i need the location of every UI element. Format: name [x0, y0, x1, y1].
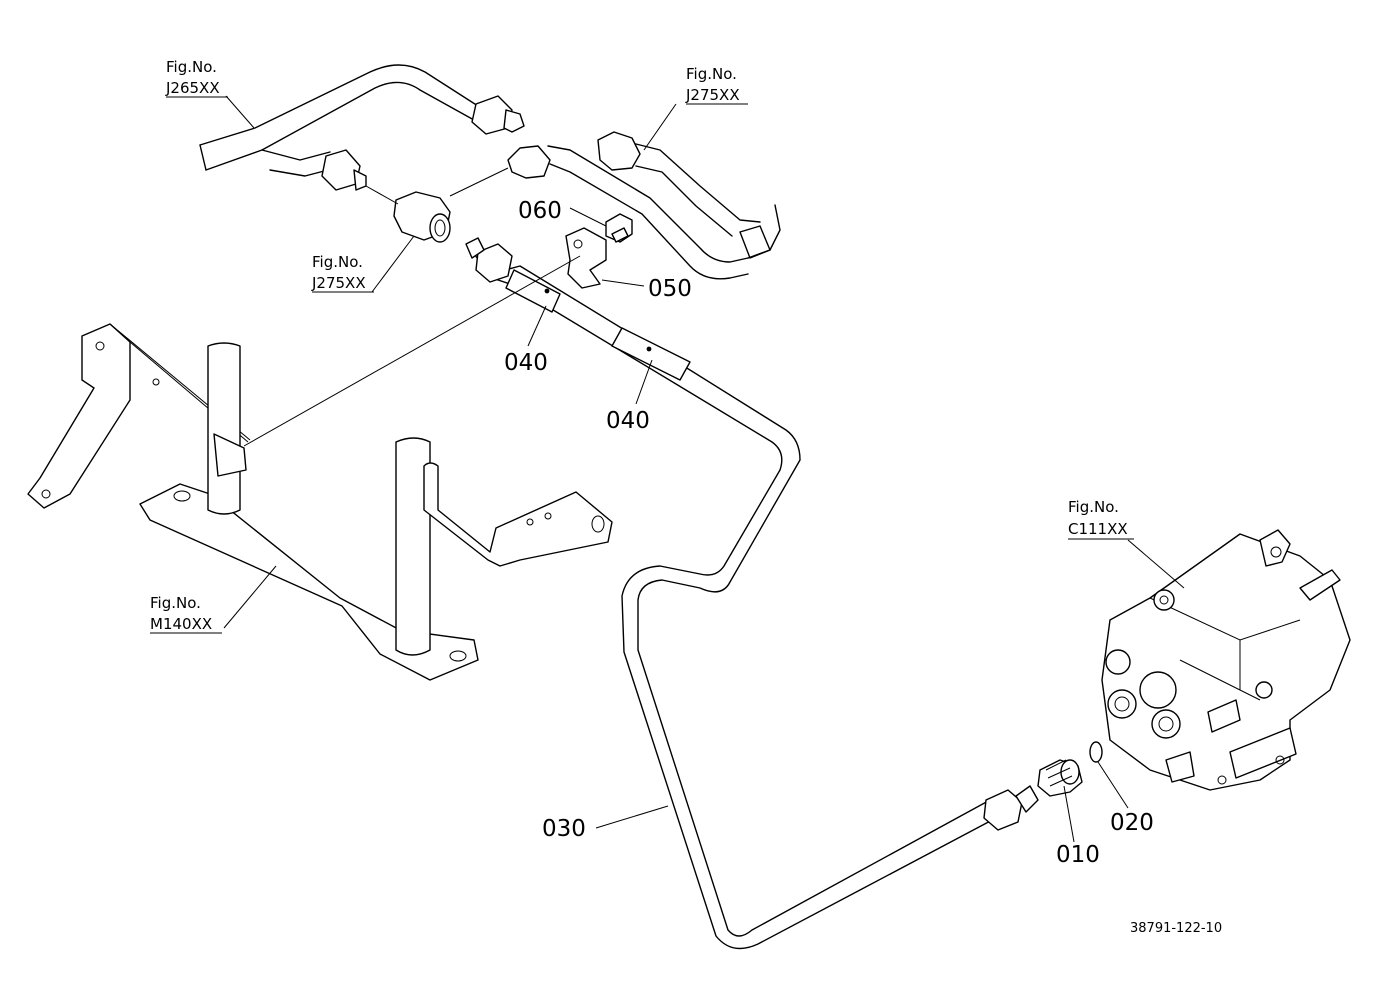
- upper-pipe-assembly: [199, 64, 781, 280]
- o-ring-020: [1089, 741, 1103, 763]
- fig-ref-m140-line2: M140XX: [150, 615, 212, 633]
- fig-ref-j275-top-line2: J275XX: [685, 86, 740, 104]
- bolt-060: [605, 213, 633, 243]
- part-label-040-a: 040: [504, 350, 548, 376]
- fig-ref-m140-line1: Fig.No.: [150, 594, 201, 612]
- fig-ref-j265-line1: Fig.No.: [166, 58, 217, 76]
- clamp-050: [565, 227, 607, 289]
- part-label-020: 020: [1110, 810, 1154, 836]
- fig-ref-j275-mid-line2: J275XX: [311, 274, 366, 292]
- fig-ref-j275-top-line1: Fig.No.: [686, 65, 737, 83]
- part-label-050: 050: [648, 276, 692, 302]
- fig-ref-c111: Fig.No. C111XX: [1068, 498, 1134, 540]
- pipe-030: [465, 237, 1039, 950]
- fig-ref-j265: Fig.No. J265XX: [165, 58, 228, 98]
- leader-lines: [223, 95, 1185, 843]
- part-label-040-b: 040: [606, 408, 650, 434]
- control-valve: [1101, 529, 1351, 791]
- fig-ref-j275-top: Fig.No. J275XX: [685, 65, 748, 105]
- connector-010: [1037, 759, 1083, 797]
- fig-ref-m140: Fig.No. M140XX: [150, 594, 222, 634]
- part-label-010: 010: [1056, 842, 1100, 868]
- fig-ref-j265-line2: J265XX: [165, 79, 220, 97]
- part-label-060: 060: [518, 198, 562, 224]
- part-label-030: 030: [542, 816, 586, 842]
- fig-ref-c111-line1: Fig.No.: [1068, 498, 1119, 516]
- drawing-code: 38791-122-10: [1130, 921, 1222, 936]
- fig-ref-j275-mid: Fig.No. J275XX: [311, 253, 374, 293]
- frame-bracket: [27, 255, 613, 681]
- fig-ref-c111-line2: C111XX: [1068, 520, 1128, 538]
- fig-ref-j275-mid-line1: Fig.No.: [312, 253, 363, 271]
